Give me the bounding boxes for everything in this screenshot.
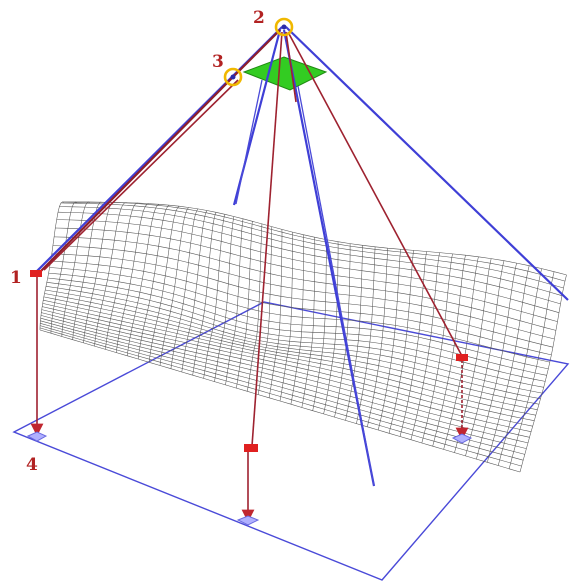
ray-to-front-point: [251, 31, 283, 447]
mesh-line: [345, 245, 363, 421]
mesh-line: [94, 202, 127, 347]
mesh-line: [50, 201, 78, 334]
mesh-line: [42, 306, 535, 421]
mesh-line: [41, 312, 532, 432]
mesh-line: [40, 323, 525, 455]
mesh-line: [47, 277, 547, 376]
mesh-line: [214, 216, 235, 382]
mesh-line: [60, 202, 564, 289]
mesh-line: [432, 255, 466, 447]
mesh-line: [39, 327, 522, 467]
mesh-line: [62, 201, 566, 282]
frustum-edge-right: [285, 26, 569, 301]
mesh-line: [43, 299, 538, 410]
mesh-line: [41, 309, 533, 427]
mesh-line: [508, 271, 555, 469]
ground-marker-right: [451, 433, 473, 444]
mesh-line: [63, 202, 567, 276]
mesh-line: [42, 303, 536, 416]
mesh-line: [46, 282, 546, 382]
mesh-line: [56, 219, 560, 313]
ground-marker-4: [26, 431, 48, 442]
mesh-line: [40, 325, 524, 461]
frustum-edge-plane: [235, 79, 263, 205]
mesh-line: [50, 260, 552, 356]
eye-point-ring: [274, 17, 294, 37]
ground-plane: [12, 301, 570, 581]
mesh-line: [48, 272, 549, 370]
mesh-line: [116, 203, 149, 353]
image-point-ring: [223, 67, 243, 87]
mesh-line: [40, 320, 527, 449]
mesh-line: [57, 211, 561, 305]
label-point-2: 2: [253, 8, 265, 28]
mesh-line: [45, 289, 543, 394]
surface-marker-front: [244, 444, 258, 452]
label-point-4: 4: [26, 455, 38, 475]
mesh-line: [52, 245, 555, 340]
image-point-dot: [230, 74, 236, 80]
mesh-line: [45, 286, 544, 388]
ground-marker-front: [236, 515, 260, 526]
mesh-line: [44, 293, 541, 399]
image-plane: [242, 56, 328, 91]
ray-inner: [285, 31, 297, 103]
ray-point1-to-eye: [37, 29, 281, 275]
frustum-edge-plane-right: [297, 85, 375, 487]
label-point-1: 1: [10, 268, 22, 288]
mesh-line: [388, 250, 414, 434]
mesh-line: [59, 206, 563, 296]
mesh-line: [465, 260, 505, 456]
eye-point-dot: [281, 24, 287, 30]
surface-marker-right: [456, 354, 468, 361]
ray-to-right-point: [287, 31, 463, 357]
mesh-line: [40, 315, 530, 438]
surface-marker-1: [30, 270, 42, 277]
mesh-line: [497, 268, 542, 466]
mesh-line: [51, 253, 553, 348]
label-point-3: 3: [212, 52, 224, 72]
mesh-line: [39, 329, 521, 473]
terrain-mesh: [39, 201, 567, 473]
ray-point1-to-eye-inner: [43, 79, 239, 271]
mesh-line: [49, 267, 550, 363]
mesh-line: [40, 317, 529, 444]
mesh-line: [55, 227, 558, 322]
mesh-line: [43, 296, 540, 405]
mesh-line: [54, 236, 556, 331]
